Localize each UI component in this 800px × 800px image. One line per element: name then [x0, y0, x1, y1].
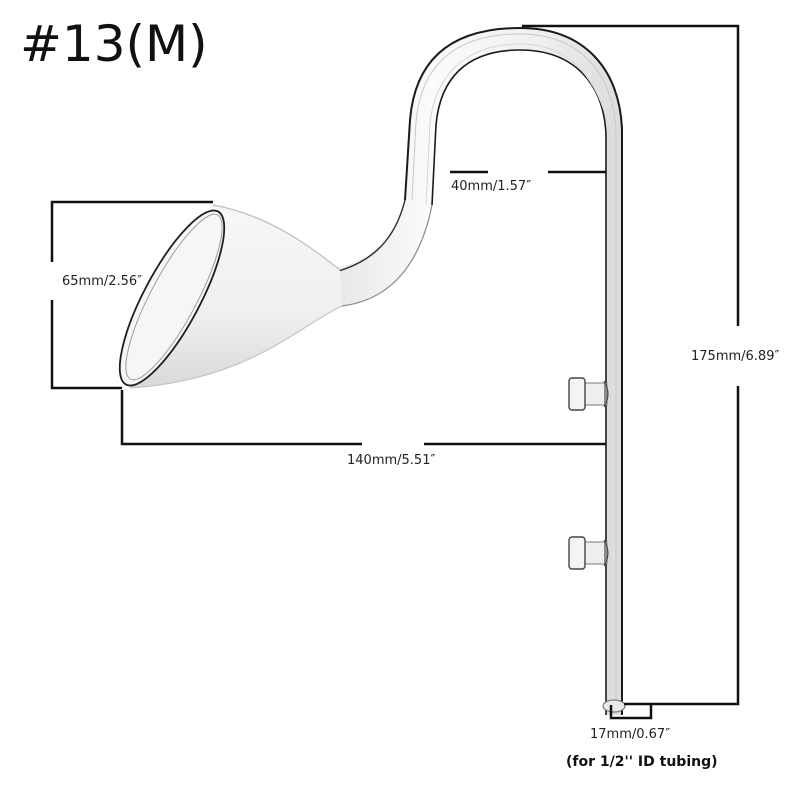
model-title: #13(M): [20, 15, 208, 73]
pipe-outer-edge: [404, 26, 623, 715]
dim-label-total-height: 175mm/6.89″: [689, 349, 782, 365]
pipe-body: [330, 28, 622, 715]
dimension-lines: [50, 24, 740, 720]
dim-label-tube-diameter: 17mm/0.67″: [588, 727, 673, 743]
dim-label-bend-width: 40mm/1.57″: [449, 179, 534, 195]
dim-label-funnel-height: 65mm/2.56″: [60, 274, 145, 290]
dim-line-total-height: [522, 24, 740, 706]
tubing-note: (for 1/2'' ID tubing): [566, 754, 718, 770]
dim-line-funnel-height: [50, 200, 213, 390]
glass-pipe: [118, 26, 626, 715]
pipe-inner-edge: [431, 49, 607, 715]
tube-bottom-opening: [602, 699, 626, 713]
dim-line-reach: [120, 390, 606, 446]
lower-nozzle: [568, 536, 609, 570]
upper-nozzle: [568, 377, 609, 411]
funnel-rim: [118, 209, 226, 387]
dim-label-reach: 140mm/5.51″: [345, 453, 438, 469]
dim-line-tube-diameter: [609, 704, 653, 720]
